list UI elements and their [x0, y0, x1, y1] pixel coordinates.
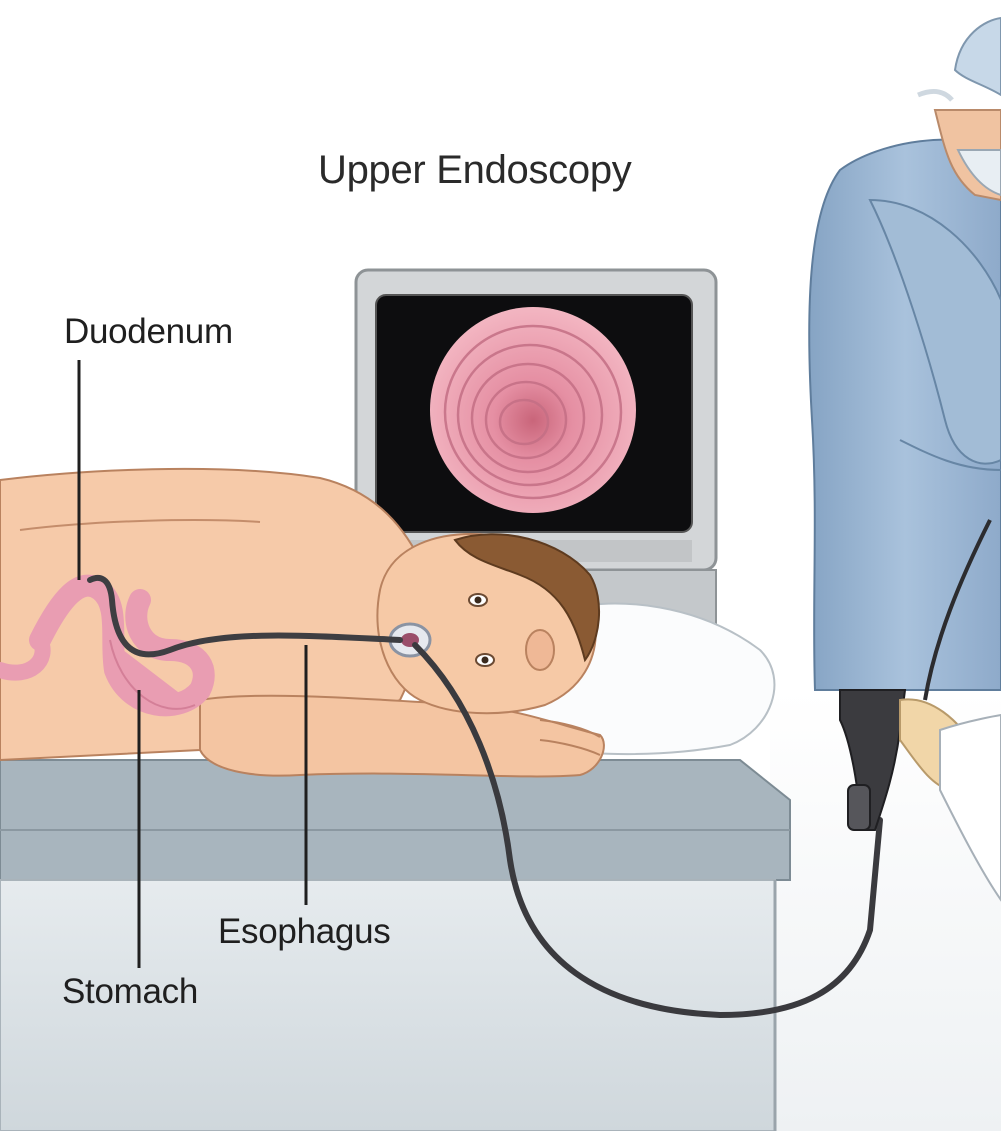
endoscopic-view: [430, 307, 636, 513]
diagram-title: Upper Endoscopy: [318, 148, 631, 193]
stomach-label: Stomach: [62, 972, 198, 1012]
exam-table: [0, 760, 790, 1131]
esophagus-label: Esophagus: [218, 912, 390, 952]
doctor-figure: [809, 18, 1001, 700]
duodenum-label: Duodenum: [64, 312, 233, 352]
